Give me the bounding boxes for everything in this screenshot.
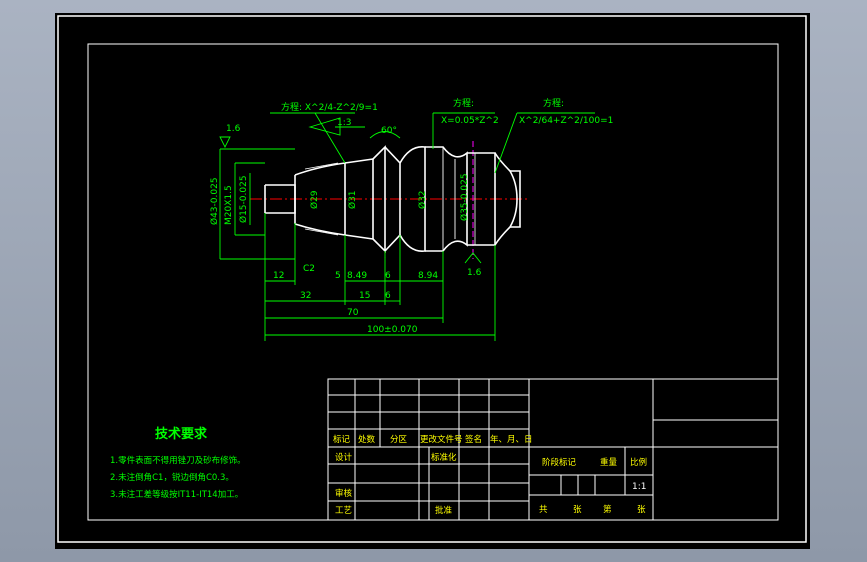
shaft-outline (264, 145, 521, 253)
formula-right: X^2/64+Z^2/100=1 (519, 116, 613, 126)
len-894: 8.94 (418, 271, 438, 281)
formula-right-title: 方程: (543, 97, 564, 109)
tb-gengai: 更改文件号 (420, 434, 463, 445)
tech-item-2: 2.未注倒角C1，锐边倒角C0.3。 (110, 472, 234, 483)
tb-chushu: 处数 (358, 434, 376, 445)
angle-60: 60° (381, 126, 397, 136)
tb-pizhun: 批准 (435, 505, 453, 516)
dia-31: Ø31 (347, 190, 358, 209)
tb-gongyi: 工艺 (335, 506, 352, 516)
len-12: 12 (273, 271, 284, 281)
tb-bili: 比例 (630, 457, 647, 468)
chamfer-c2: C2 (303, 264, 315, 274)
dia-35: Ø35-0.025 (459, 173, 470, 221)
outer-frame (57, 15, 807, 543)
roughness-right: 1.6 (467, 268, 482, 278)
cad-drawing: 方程: X^2/4-Z^2/9=1 方程: X=0.05*Z^2 方程: X^2… (57, 15, 807, 543)
len-6a: 6 (385, 271, 391, 281)
tb-zhang2: 张 (637, 505, 646, 515)
dia-m20: M20X1.5 (224, 185, 234, 225)
len-5: 5 (335, 271, 341, 281)
tb-qianming: 签名 (465, 434, 482, 445)
tb-nianyueri: 年、月、日 (490, 434, 533, 445)
tech-item-1: 1.零件表面不得用锉刀及砂布修饰。 (110, 455, 246, 466)
len-849: 8.49 (347, 271, 367, 281)
formula-mid-title: 方程: (453, 97, 474, 109)
dia-29: Ø29 (309, 190, 320, 209)
tb-di: 第 (603, 504, 612, 515)
tb-biaoji: 标记 (333, 434, 351, 445)
len-6b: 6 (385, 291, 391, 301)
tb-zhang1: 张 (573, 505, 582, 515)
tb-gong: 共 (539, 505, 548, 515)
tb-biaozhunhua: 标准化 (431, 452, 457, 463)
len-15: 15 (359, 291, 370, 301)
tb-jieduan: 阶段标记 (542, 457, 577, 468)
dia-43: Ø43-0.025 (209, 177, 220, 225)
formula-left: 方程: X^2/4-Z^2/9=1 (281, 101, 378, 113)
len-32: 32 (300, 291, 311, 301)
tb-sheji: 设计 (335, 452, 353, 463)
tb-shenhe: 审核 (335, 488, 353, 499)
title-block (327, 378, 779, 521)
roughness-left: 1.6 (226, 124, 241, 134)
dimension-lines (219, 112, 595, 341)
taper-ratio: 1:3 (337, 118, 351, 128)
dia-15: Ø15-0.025 (238, 175, 249, 223)
tb-scale: 1:1 (632, 482, 646, 492)
tb-fenqu: 分区 (390, 435, 408, 445)
len-70: 70 (347, 308, 359, 318)
tb-zhongliang: 重量 (600, 457, 618, 468)
len-100: 100±0.070 (367, 325, 418, 335)
tech-title: 技术要求 (155, 426, 208, 442)
cad-viewport[interactable]: 方程: X^2/4-Z^2/9=1 方程: X=0.05*Z^2 方程: X^2… (55, 13, 810, 549)
formula-mid: X=0.05*Z^2 (441, 116, 499, 126)
tech-item-3: 3.未注工差等级按IT11-IT14加工。 (110, 489, 243, 500)
dia-32: Ø32 (417, 190, 428, 209)
tech-requirements: 技术要求 1.零件表面不得用锉刀及砂布修饰。 2.未注倒角C1，锐边倒角C0.3… (110, 426, 246, 500)
